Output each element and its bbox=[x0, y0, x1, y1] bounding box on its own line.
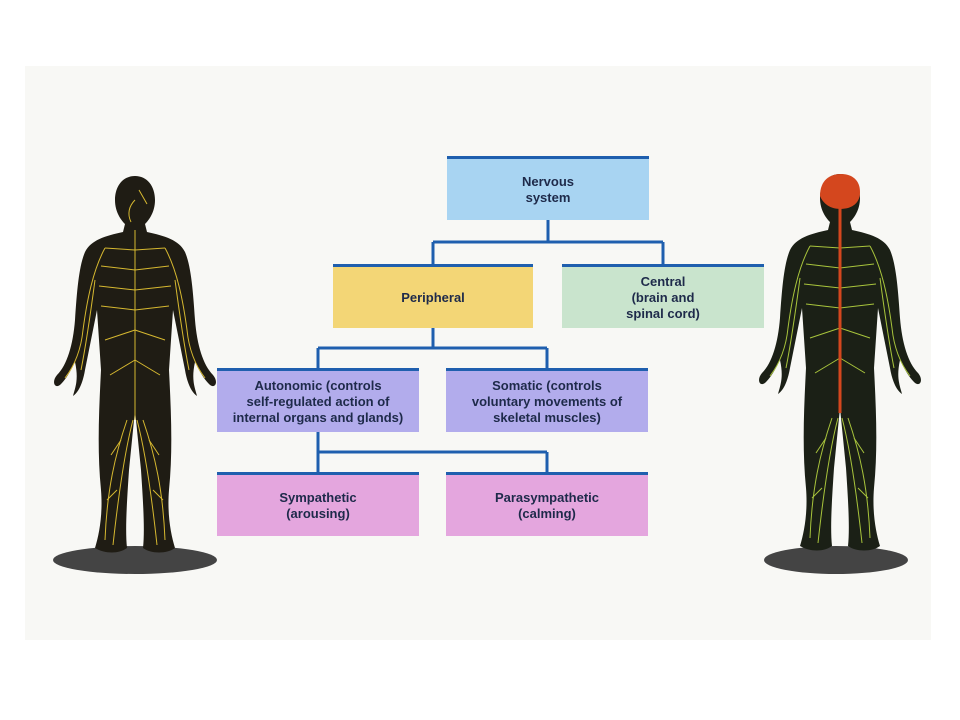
node-sympathetic: Sympathetic (arousing) bbox=[217, 472, 419, 536]
right-figure-shadow bbox=[764, 546, 908, 574]
node-central: Central (brain and spinal cord) bbox=[562, 264, 764, 328]
left-body-figure bbox=[53, 176, 217, 574]
node-parasympathetic: Parasympathetic (calming) bbox=[446, 472, 648, 536]
node-somatic: Somatic (controls voluntary movements of… bbox=[446, 368, 648, 432]
left-figure-shadow bbox=[53, 546, 217, 574]
right-body-figure bbox=[759, 174, 921, 574]
node-autonomic: Autonomic (controls self-regulated actio… bbox=[217, 368, 419, 432]
brain-shape bbox=[820, 174, 860, 209]
node-peripheral: Peripheral bbox=[333, 264, 533, 328]
node-nervous-system: Nervous system bbox=[447, 156, 649, 220]
